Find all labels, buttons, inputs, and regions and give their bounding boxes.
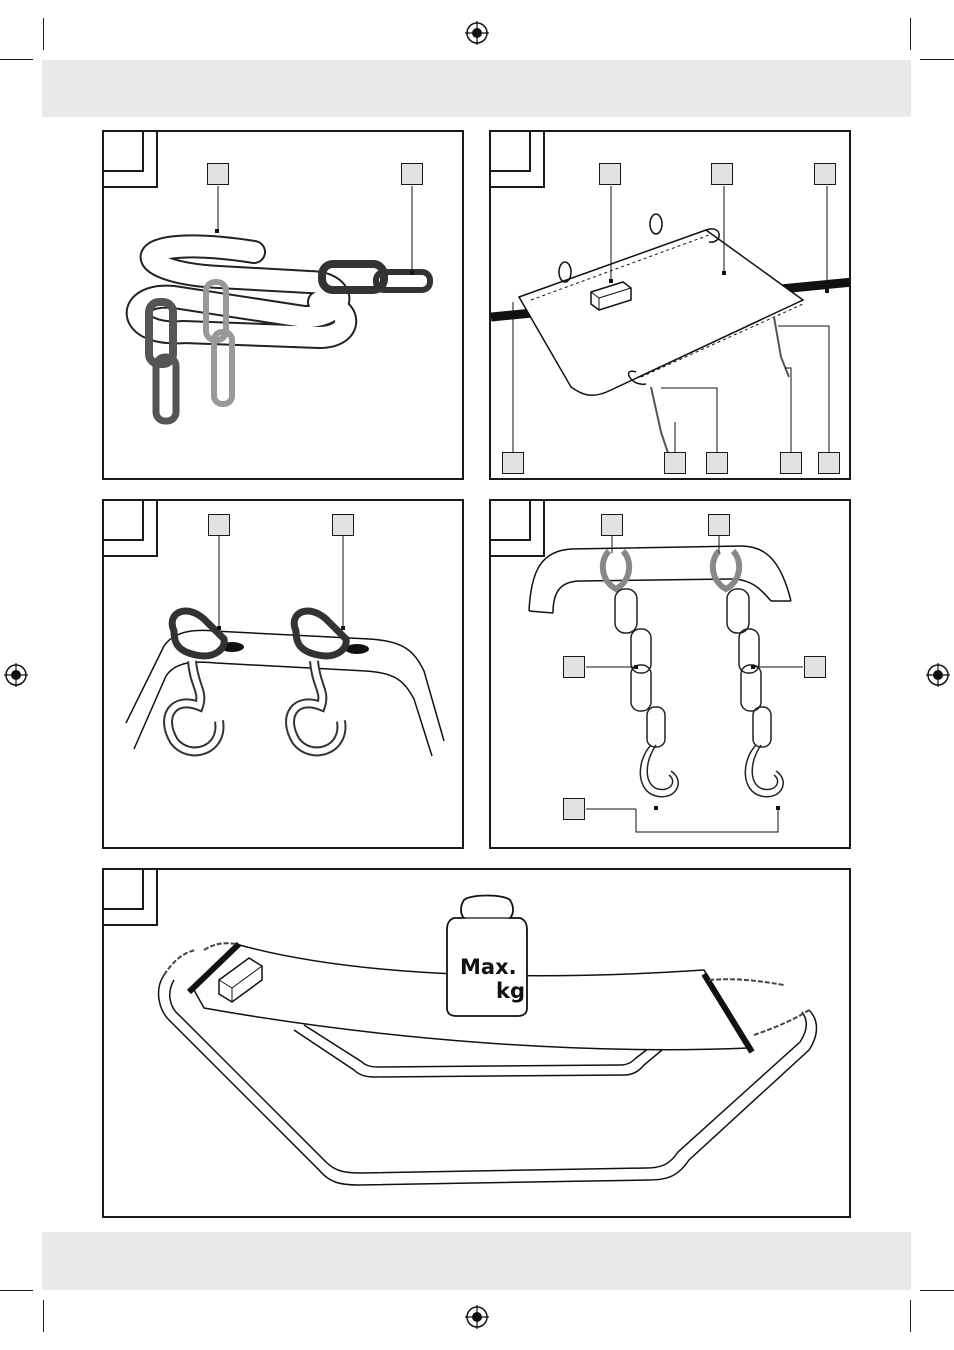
crop-mark [43, 1300, 44, 1332]
chain-hook-illustration [528, 535, 803, 833]
callout-box [818, 452, 840, 474]
weight-icon [446, 894, 528, 1017]
crop-mark [920, 1290, 954, 1291]
figure-panel-1 [102, 130, 464, 480]
crop-mark [920, 59, 954, 60]
callout-box [332, 514, 354, 536]
registration-mark-icon [465, 1305, 489, 1329]
figure-number-tab [104, 501, 158, 557]
registration-mark-icon [465, 21, 489, 45]
callout-box [599, 163, 621, 185]
callout-box [502, 452, 524, 474]
figure-panel-2 [489, 130, 851, 480]
callout-box [711, 163, 733, 185]
figure-panel-4 [489, 499, 851, 849]
crop-mark [43, 18, 44, 50]
footer-band [42, 1232, 911, 1290]
callout-box [780, 452, 802, 474]
callout-box [664, 452, 686, 474]
weight-unit-label: kg [496, 979, 525, 1003]
figure-number-tab [491, 132, 545, 188]
callout-box [401, 163, 423, 185]
figure-number-tab [104, 132, 158, 188]
figure-number-tab [491, 501, 545, 557]
crop-mark [0, 1290, 33, 1291]
hammock-stand-illustration: Max. kg [157, 894, 818, 1186]
callout-box [804, 656, 826, 678]
callout-box [814, 163, 836, 185]
weight-max-label: Max. [460, 955, 517, 979]
crop-mark [0, 59, 33, 60]
callout-box [601, 514, 623, 536]
crop-mark [910, 1300, 911, 1332]
s-hook-chain-illustration [125, 186, 433, 425]
registration-mark-icon [926, 663, 950, 687]
header-band [42, 60, 911, 117]
figure-panel-5: Max. kg [102, 868, 851, 1218]
callout-box [207, 163, 229, 185]
carabiner-hook-illustration [125, 535, 445, 757]
registration-mark-icon [4, 663, 28, 687]
callout-box [208, 514, 230, 536]
figure-number-tab [104, 870, 158, 926]
fabric-assembly-illustration [491, 186, 849, 463]
crop-mark [910, 18, 911, 50]
callout-box [563, 656, 585, 678]
callout-box [563, 798, 585, 820]
callout-box [706, 452, 728, 474]
figure-panel-3 [102, 499, 464, 849]
callout-box [708, 514, 730, 536]
